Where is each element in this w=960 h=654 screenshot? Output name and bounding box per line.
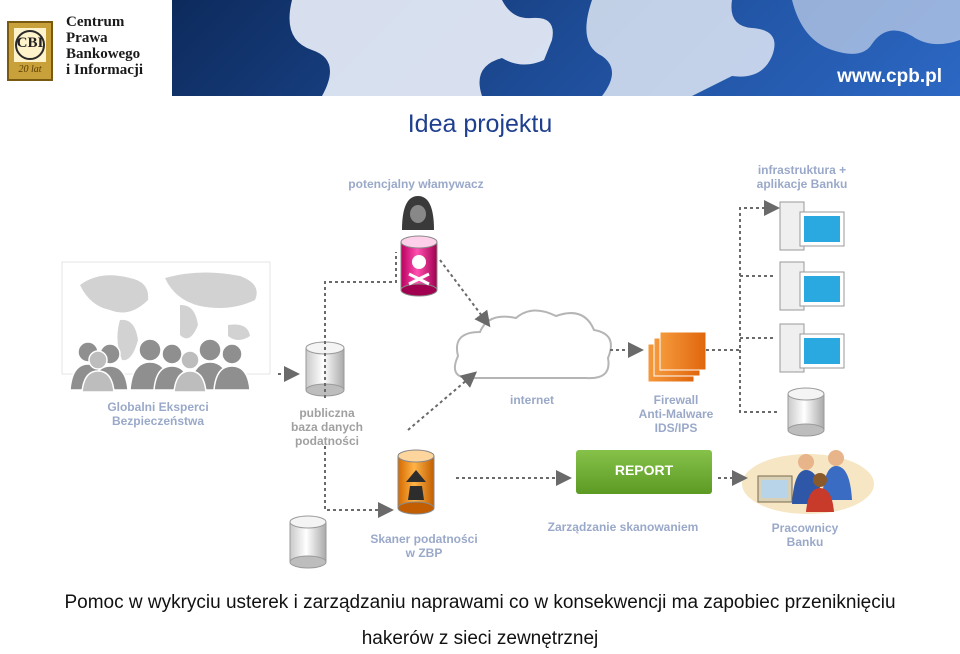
logo: CBI 20 lat Centrum Prawa Bankowego i Inf… bbox=[0, 0, 172, 96]
cbi-emblem-icon bbox=[7, 21, 53, 81]
bank-staff-icon bbox=[742, 450, 874, 514]
firewall-label-line-2: Anti-Malware bbox=[638, 407, 714, 421]
logo-monogram: CBI bbox=[16, 35, 44, 51]
footer-text-line-1: Pomoc w wykryciu usterek i zarządzaniu n… bbox=[64, 592, 896, 613]
staff-label: Pracownicy Banku bbox=[746, 521, 864, 549]
puzzle-background-icon bbox=[289, 0, 960, 96]
infrastructure-label-line-1: infrastruktura + bbox=[757, 163, 847, 177]
scanner-cylinder-icon bbox=[397, 449, 435, 515]
experts-label-line-1: Globalni Eksperci bbox=[107, 400, 209, 414]
scanner-label-line-1: Skaner podatności bbox=[370, 532, 478, 546]
firewall-stack-icon bbox=[647, 331, 707, 383]
public-database-label-line-1: publiczna bbox=[299, 406, 355, 420]
staff-label-line-1: Pracownicy bbox=[771, 521, 839, 535]
bank-server-icon bbox=[779, 261, 845, 311]
footer-text-line-2: hakerów z sieci zewnętrznej bbox=[361, 628, 599, 649]
public-database-label: publiczna baza danych podatności bbox=[264, 406, 390, 448]
experts-group-icon bbox=[69, 338, 251, 393]
slide-title: Idea projektu bbox=[407, 110, 553, 138]
logo-anniversary: 20 lat bbox=[18, 64, 42, 75]
logo-line-3: Bankowego bbox=[66, 46, 141, 62]
site-url: www.cpb.pl bbox=[837, 66, 942, 87]
internet-label: internet bbox=[509, 393, 554, 407]
report-box bbox=[576, 450, 712, 494]
attacker-hood-icon bbox=[402, 196, 434, 230]
logo-line-1: Centrum bbox=[66, 14, 125, 30]
experts-label-line-2: Bezpieczeństwa bbox=[111, 414, 205, 428]
scanner-label-line-2: w ZBP bbox=[405, 546, 443, 560]
infrastructure-label-line-2: aplikacje Banku bbox=[756, 177, 848, 191]
firewall-label: Firewall Anti-Malware IDS/IPS bbox=[606, 393, 746, 435]
staff-label-line-2: Banku bbox=[786, 535, 824, 549]
bank-database-icon bbox=[787, 387, 825, 437]
internet-cloud-icon bbox=[454, 309, 612, 380]
bank-server-icon bbox=[779, 201, 845, 251]
firewall-label-line-1: Firewall bbox=[653, 393, 699, 407]
scan-database-icon bbox=[289, 515, 327, 569]
experts-label: Globalni Eksperci Bezpieczeństwa bbox=[78, 400, 238, 428]
management-label: Zarządzanie skanowaniem bbox=[547, 520, 699, 534]
bank-server-icon bbox=[779, 323, 845, 373]
public-database-label-line-3: podatności bbox=[294, 434, 359, 448]
scanner-label: Skaner podatności w ZBP bbox=[352, 532, 496, 560]
attacker-label: potencjalny włamywacz bbox=[348, 177, 484, 191]
infrastructure-label: infrastruktura + aplikacje Banku bbox=[720, 163, 884, 191]
public-database-icon bbox=[305, 341, 345, 397]
firewall-label-line-3: IDS/IPS bbox=[654, 421, 698, 435]
logo-line-4: i Informacji bbox=[66, 62, 144, 78]
public-database-label-line-2: baza danych bbox=[290, 420, 364, 434]
report-label: REPORT bbox=[614, 462, 674, 478]
logo-line-2: Prawa bbox=[66, 30, 108, 46]
header-banner: www.cpb.pl bbox=[172, 0, 960, 96]
skull-cylinder-icon bbox=[400, 235, 438, 297]
